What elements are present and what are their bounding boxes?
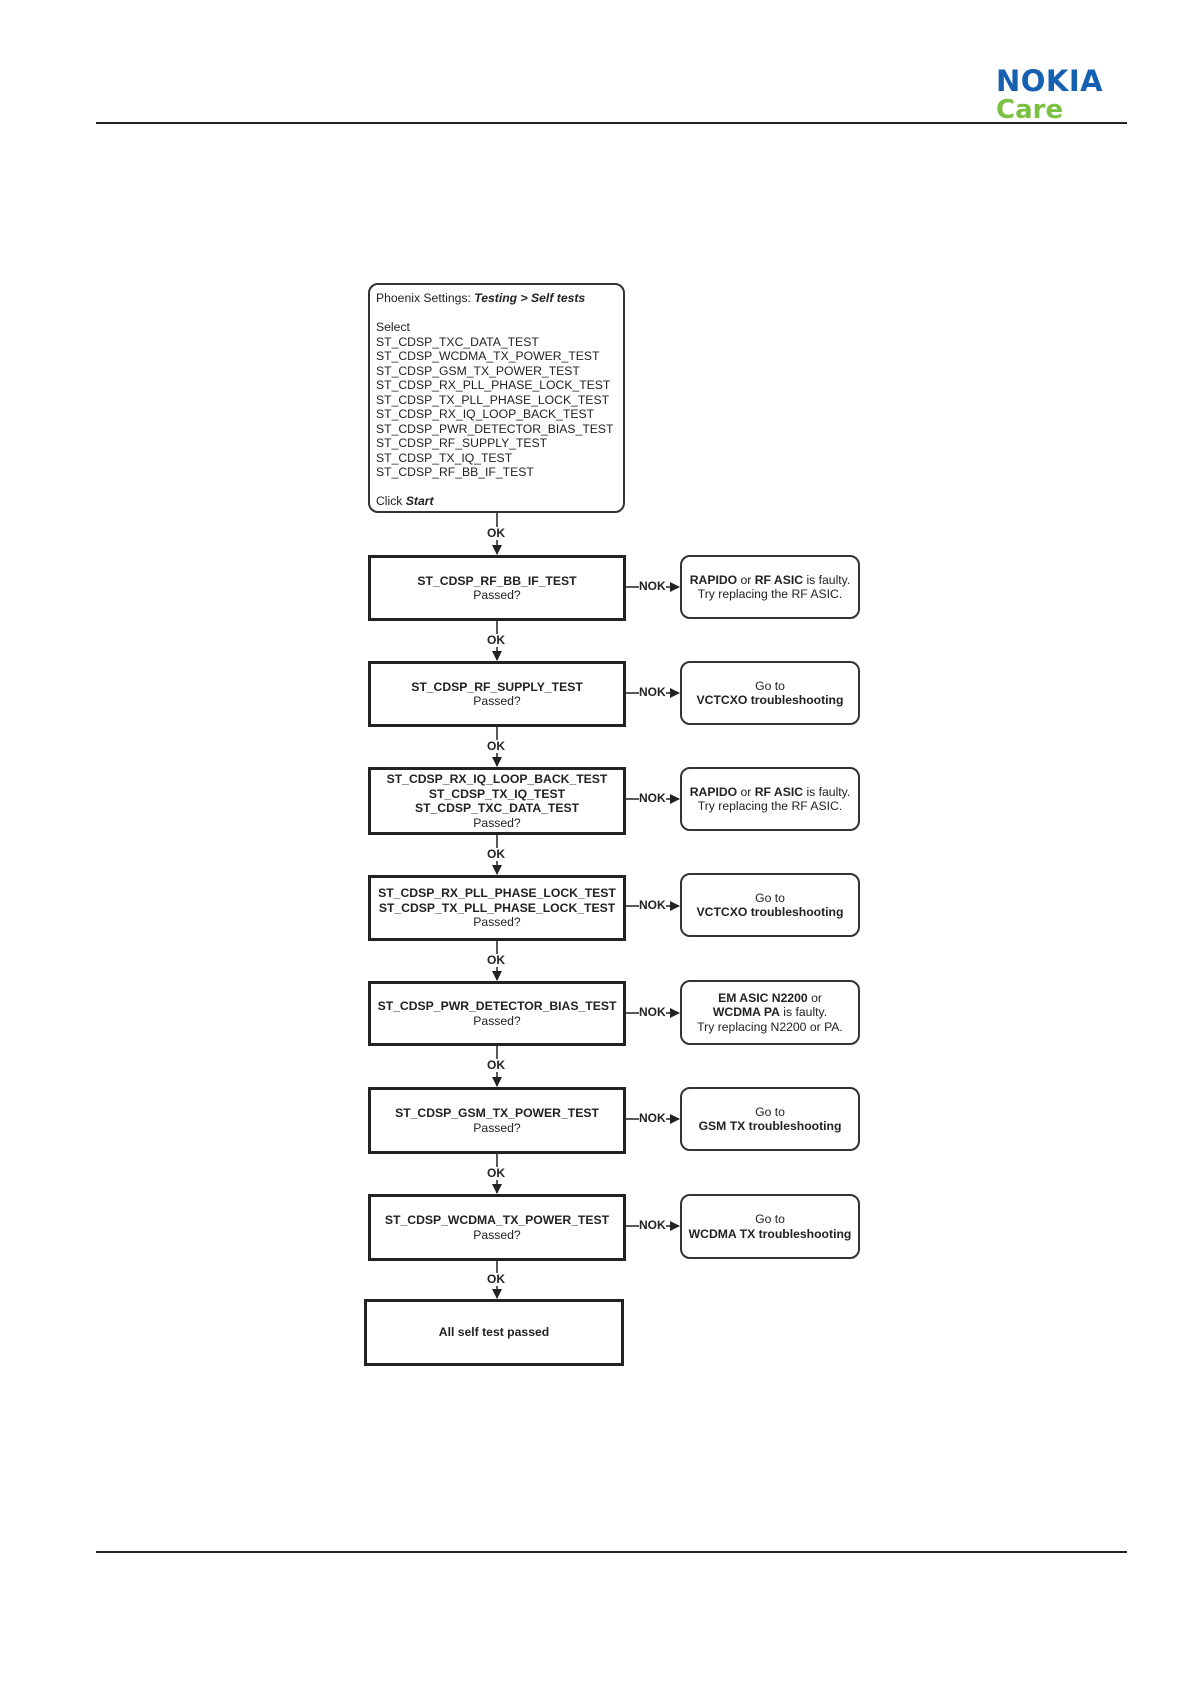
nok-label-1: NOK [639,579,666,593]
test-box-rf-bb-if: ST_CDSP_RF_BB_IF_TEST Passed? [368,555,626,621]
nok-label-4: NOK [639,898,666,912]
ok-label-1: OK [487,526,505,540]
start-title-path: Testing > Self tests [474,291,586,305]
test-box-pll-phase-lock: ST_CDSP_RX_PLL_PHASE_LOCK_TEST ST_CDSP_T… [368,875,626,941]
ok-label-5: OK [487,953,505,967]
nok-label-2: NOK [639,685,666,699]
result-box-vctcxo-1: Go to VCTCXO troubleshooting [680,661,860,725]
start-test-item: ST_CDSP_RX_PLL_PHASE_LOCK_TEST [376,378,611,392]
start-test-item: ST_CDSP_RF_SUPPLY_TEST [376,436,548,450]
ok-label-2: OK [487,633,505,647]
start-test-list: ST_CDSP_TXC_DATA_TEST ST_CDSP_WCDMA_TX_P… [376,335,617,480]
header-rule [96,122,1127,124]
start-test-item: ST_CDSP_TX_IQ_TEST [376,450,513,465]
ok-label-3: OK [487,739,505,753]
start-instructions-box: Phoenix Settings: Testing > Self tests S… [368,283,625,513]
start-test-item: ST_CDSP_RX_IQ_LOOP_BACK_TEST [376,407,595,421]
start-click-instruction: Click Start [376,494,434,508]
start-test-item: ST_CDSP_TX_PLL_PHASE_LOCK_TEST [376,392,610,407]
nok-label-3: NOK [639,791,666,805]
nokia-care-logo: NOKIA Care [996,66,1126,124]
result-box-wcdma-tx: Go to WCDMA TX troubleshooting [680,1194,860,1259]
test-box-iq-txc: ST_CDSP_RX_IQ_LOOP_BACK_TEST ST_CDSP_TX_… [368,767,626,835]
test-box-rf-supply: ST_CDSP_RF_SUPPLY_TEST Passed? [368,661,626,727]
result-box-em-asic-wcdma-pa: EM ASIC N2200 or WCDMA PA is faulty. Try… [680,980,860,1045]
result-box-rapido-rf-asic-2: RAPIDO or RF ASIC is faulty. Try replaci… [680,767,860,831]
nok-label-6: NOK [639,1111,666,1125]
result-box-rapido-rf-asic-1: RAPIDO or RF ASIC is faulty. Try replaci… [680,555,860,619]
ok-label-8: OK [487,1272,505,1286]
start-test-item: ST_CDSP_PWR_DETECTOR_BIAS_TEST [376,421,614,436]
result-box-vctcxo-2: Go to VCTCXO troubleshooting [680,873,860,937]
ok-label-4: OK [487,847,505,861]
test-box-wcdma-tx-power: ST_CDSP_WCDMA_TX_POWER_TEST Passed? [368,1194,626,1261]
footer-rule [96,1551,1127,1553]
logo-nokia-text: NOKIA [996,64,1104,98]
start-test-item: ST_CDSP_TXC_DATA_TEST [376,334,539,349]
nok-label-7: NOK [639,1218,666,1232]
start-test-item: ST_CDSP_RF_BB_IF_TEST [376,465,534,479]
start-test-item: ST_CDSP_WCDMA_TX_POWER_TEST [376,349,600,363]
test-box-gsm-tx-power: ST_CDSP_GSM_TX_POWER_TEST Passed? [368,1087,626,1154]
start-test-item: ST_CDSP_GSM_TX_POWER_TEST [376,363,580,378]
ok-label-6: OK [487,1058,505,1072]
nok-label-5: NOK [639,1005,666,1019]
start-select-label: Select [376,320,410,334]
logo-care-text: Care [996,95,1064,125]
test-box-pwr-detector-bias: ST_CDSP_PWR_DETECTOR_BIAS_TEST Passed? [368,981,626,1046]
start-click-action: Start [405,494,434,508]
ok-label-7: OK [487,1166,505,1180]
end-box-all-passed: All self test passed [364,1299,624,1366]
result-box-gsm-tx: Go to GSM TX troubleshooting [680,1087,860,1151]
start-title: Phoenix Settings: Testing > Self tests [376,291,586,305]
